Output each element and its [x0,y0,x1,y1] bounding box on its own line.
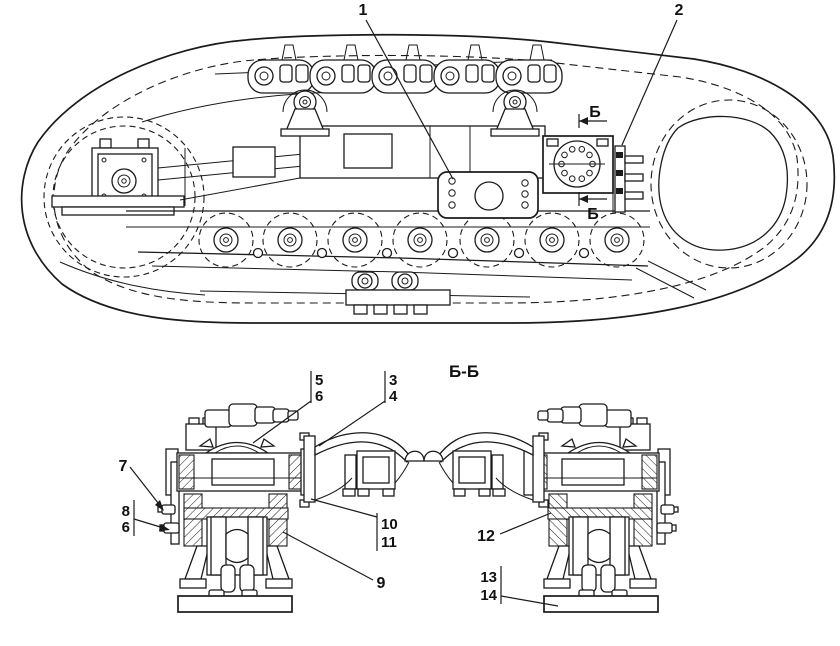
callout-8-6: 8 6 [122,500,170,536]
callout-12: 12 [477,512,552,545]
callout-label-4: 4 [389,388,398,405]
section-view-b-b: Б-Б 5 6 3 4 7 [119,362,679,613]
track-tension-unit [51,138,336,216]
road-wheels [198,212,645,268]
section-cut-marker-bottom: Б [578,192,607,223]
callout-label-1: 1 [359,2,368,19]
callout-2: 2 [621,2,684,146]
callout-label-6b: 6 [122,519,130,536]
upper-track-links [247,44,563,94]
section-marker-letter-bottom: Б [587,206,599,223]
callout-9: 9 [282,531,386,592]
carrier-roller-front [280,89,330,137]
lower-track-link-detail [345,271,451,315]
callout-label-12: 12 [477,528,495,545]
section-cut-marker-top: Б [578,104,607,128]
callout-label-11: 11 [381,534,397,551]
callout-3-4: 3 4 [318,371,398,447]
mounting-bracket-plate [437,171,539,219]
callout-label-10: 10 [381,516,398,533]
final-drive-left [157,403,313,613]
callout-1: 1 [359,2,454,180]
top-view-track-assembly: Б Б 1 2 [20,2,836,324]
callout-label-7: 7 [119,458,128,475]
callout-label-6: 6 [315,388,323,405]
track-shoe-left [299,432,425,508]
final-drive-flange [612,142,644,214]
callout-label-13: 13 [480,569,497,586]
drive-sprocket-hub [542,135,614,194]
callout-10-11: 10 11 [310,498,398,551]
callout-label-3: 3 [389,372,397,389]
callout-7: 7 [119,458,164,511]
callout-label-5: 5 [315,372,323,389]
callout-13-14: 13 14 [480,566,559,607]
carrier-roller-rear [490,89,540,137]
callout-label-2: 2 [675,2,684,19]
callout-5-6: 5 6 [252,371,323,444]
section-view-title: Б-Б [449,362,479,381]
callout-label-9: 9 [377,575,386,592]
section-marker-letter-top: Б [589,104,601,121]
callout-label-14: 14 [480,587,497,604]
callout-label-8: 8 [122,503,130,520]
track-frame [126,125,707,299]
